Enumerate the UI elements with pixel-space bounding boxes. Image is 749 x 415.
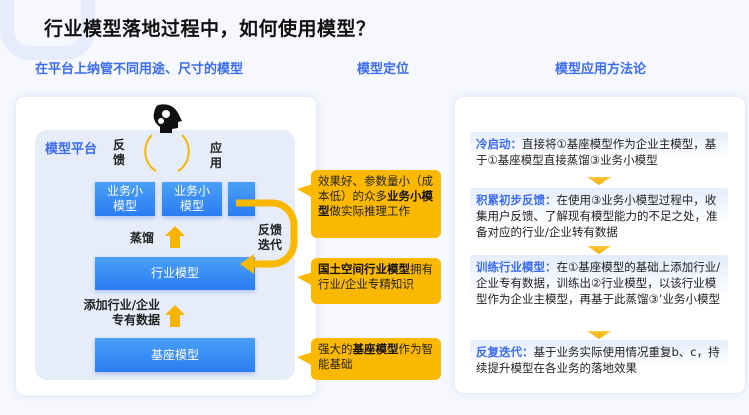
subhead-method: 模型应用方法论 xyxy=(555,62,647,77)
distill-label: 蒸馏 xyxy=(130,231,155,245)
arrow-up-icon xyxy=(165,305,185,327)
arrow-down-icon xyxy=(587,246,611,254)
callout-small-model: 效果好、参数量小（成本低）的众多业务小模型做实际推理工作 xyxy=(297,170,441,238)
base-model-box: 基座模型 xyxy=(95,338,255,372)
small-model-box-more xyxy=(228,182,255,216)
industry-model-box: 行业模型 xyxy=(95,257,255,290)
iterate-label: 反馈迭代 xyxy=(258,223,283,252)
step-card: 训练行业模型：在①基座模型的基础上添加行业/企业专有数据，训练出②行业模型，以该… xyxy=(470,255,728,328)
step-card: 冷启动：直接将①基座模型作为企业主模型，基于①基座模型直接蒸馏③业务小模型 xyxy=(470,132,728,174)
arrow-down-icon xyxy=(587,331,611,339)
arrow-down-icon xyxy=(587,177,611,185)
platform-label: 模型平台 xyxy=(45,142,98,157)
add-data-label: 添加行业/企业专有数据 xyxy=(83,298,160,327)
small-model-box: 业务小模型 xyxy=(162,182,222,216)
head-gears-icon xyxy=(144,104,190,172)
step-card: 反复迭代：基于业务实际使用情况重复b、c，持续提升模型在各业务的落地效果 xyxy=(470,340,728,382)
feedback-loop-arrow xyxy=(236,199,298,274)
step-card: 积累初步反馈：在使用③业务小模型过程中，收集用户反馈、了解现有模型能力的不足之处… xyxy=(470,188,728,245)
feedback-label: 反馈 xyxy=(113,138,126,167)
subhead-platform: 在平台上纳管不同用途、尺寸的模型 xyxy=(35,62,244,77)
page-title: 行业模型落地过程中，如何使用模型？ xyxy=(44,18,376,40)
callout-industry-model: 国土空间行业模型拥有行业/企业专精知识 xyxy=(297,258,441,304)
apply-label: 应用 xyxy=(210,141,223,170)
callout-base-model: 强大的基座模型作为智能基础 xyxy=(297,338,441,380)
subhead-position: 模型定位 xyxy=(357,62,410,77)
arrow-up-icon xyxy=(165,226,185,248)
decoration xyxy=(0,0,95,60)
small-model-box: 业务小模型 xyxy=(95,182,155,216)
